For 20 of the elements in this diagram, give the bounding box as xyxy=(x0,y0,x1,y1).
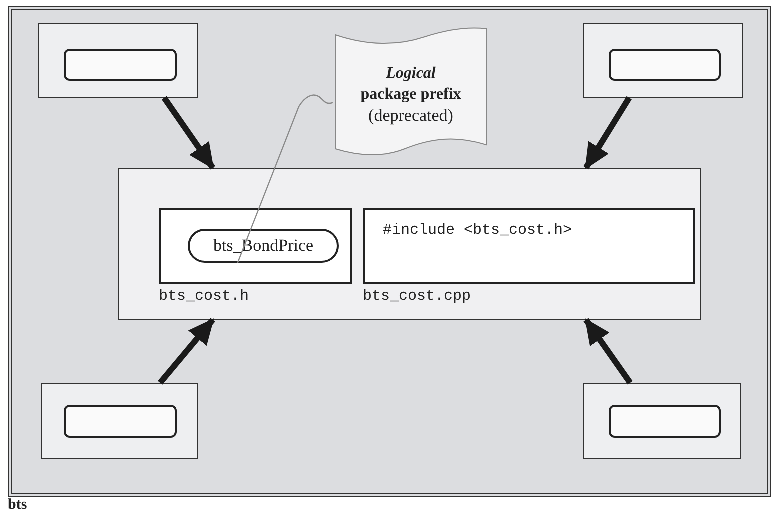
code-line: #include <bts_cost.h> xyxy=(383,222,572,240)
arrow xyxy=(584,318,633,385)
component-box xyxy=(38,23,198,98)
component-box xyxy=(583,23,743,98)
leader-line xyxy=(237,94,334,264)
component-box xyxy=(118,168,701,320)
rounded-box xyxy=(609,405,721,438)
rounded-box xyxy=(64,49,177,81)
rounded-box xyxy=(64,405,177,438)
file-name: bts_cost.cpp xyxy=(363,288,472,306)
arrow xyxy=(584,96,632,170)
rounded-box xyxy=(609,49,721,81)
component-box xyxy=(41,383,198,459)
file-name: bts_cost.h xyxy=(159,288,250,306)
note-text: (deprecated) xyxy=(368,105,454,126)
package-name: bts xyxy=(8,497,28,513)
arrow xyxy=(162,96,216,170)
component-box xyxy=(583,383,741,459)
arrow xyxy=(158,318,216,385)
note-text: Logical package prefix xyxy=(360,64,462,105)
